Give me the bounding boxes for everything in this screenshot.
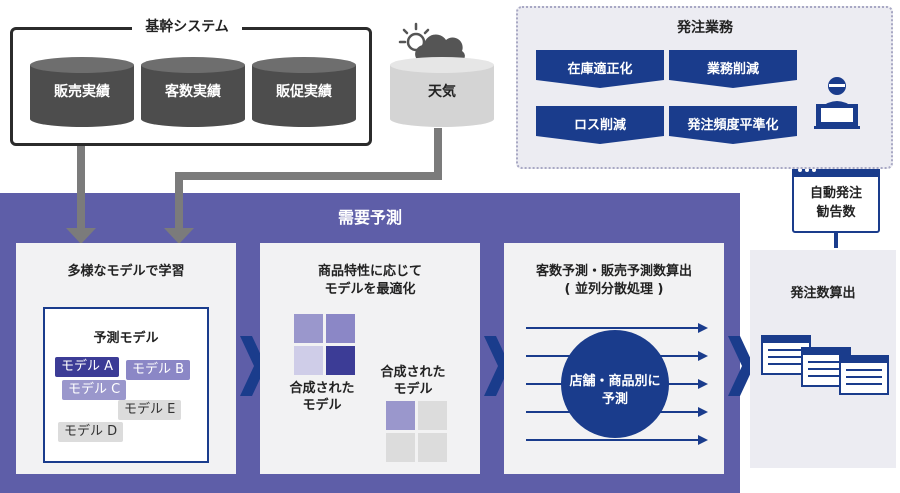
- step-parallel-title-line2: ( 並列分散処理 ): [564, 282, 664, 297]
- model-grid-b-cell: [386, 401, 415, 430]
- database-hansoku: 販促実績: [252, 57, 356, 129]
- store-product-forecast-line2: 予測: [601, 392, 628, 407]
- window-dots-icon: [798, 168, 816, 172]
- store-product-forecast-line1: 店舗・商品別に: [569, 374, 661, 389]
- model-grid-a-cell: [294, 346, 323, 375]
- composite-model-caption-left-2: モデル: [302, 398, 342, 413]
- weather-sun-cloud-icon: [398, 22, 465, 62]
- kikan-system-title: 基幹システム: [132, 15, 242, 39]
- tag-shape: [669, 50, 797, 88]
- database-tenki: 天気: [390, 57, 494, 129]
- task-inventory-optimization: 在庫適正化: [536, 50, 664, 88]
- model-grid-b-cell: [418, 433, 447, 462]
- model-grid-a-cell: [326, 346, 355, 375]
- task-work-reduction: 業務削減: [669, 50, 797, 88]
- database-icon: [30, 57, 134, 127]
- step-optimize-title-line1: 商品特性に応じて: [317, 264, 422, 279]
- task-label: 在庫適正化: [567, 62, 633, 77]
- task-label: ロス削減: [573, 118, 626, 133]
- database-label: 販促実績: [276, 84, 332, 100]
- step-parallel-title-line1: 客数予測・販売予測数算出: [535, 264, 692, 279]
- prediction-model-title: 予測モデル: [93, 331, 159, 346]
- composite-model-caption-right-2: モデル: [393, 382, 433, 397]
- step-optimize-title-line2: モデルを最適化: [324, 282, 416, 297]
- spreadsheet-icons: [761, 335, 889, 395]
- tag-shape: [536, 50, 664, 88]
- model-chip-a: モデル A: [55, 357, 120, 377]
- composite-model-caption-left-1: 合成された: [289, 381, 355, 396]
- ordering-tasks-title: 発注業務: [677, 20, 733, 36]
- database-icon: [141, 57, 245, 127]
- demand-forecast-title: 需要予測: [337, 208, 402, 227]
- database-label: 客数実績: [165, 84, 221, 100]
- auto-order-label-line1: 自動発注: [809, 186, 862, 201]
- auto-order-label-line2: 勧告数: [816, 205, 856, 220]
- step-learning-title: 多様なモデルで学習: [67, 264, 185, 279]
- model-grid-a-cell: [294, 314, 323, 343]
- person-at-computer-icon: [814, 77, 860, 129]
- database-label: 販売実績: [54, 84, 110, 100]
- model-grid-b-cell: [418, 401, 447, 430]
- tag-shape: [536, 106, 664, 144]
- database-kyakusu: 客数実績: [141, 57, 245, 129]
- task-order-leveling: 発注頻度平準化: [669, 106, 797, 144]
- model-chip-b: モデル B: [126, 360, 191, 380]
- tag-shape: [669, 106, 797, 144]
- database-icon: [390, 57, 494, 127]
- model-grid-a-cell: [326, 314, 355, 343]
- model-chip-d: モデル D: [58, 422, 124, 442]
- database-icon: [252, 57, 356, 127]
- database-hanbai: 販売実績: [30, 57, 134, 129]
- weather-label: 天気: [428, 84, 456, 100]
- task-loss-reduction: ロス削減: [536, 106, 664, 144]
- composite-model-caption-right-1: 合成された: [380, 365, 446, 380]
- task-label: 業務削減: [706, 62, 759, 77]
- task-label: 発注頻度平準化: [687, 118, 779, 133]
- order-calc-title: 発注数算出: [790, 286, 856, 301]
- model-chip-e: モデル E: [118, 400, 182, 420]
- parallel-process-arrows: [526, 323, 708, 445]
- model-chip-c: モデル C: [62, 380, 127, 400]
- model-grid-b-cell: [386, 433, 415, 462]
